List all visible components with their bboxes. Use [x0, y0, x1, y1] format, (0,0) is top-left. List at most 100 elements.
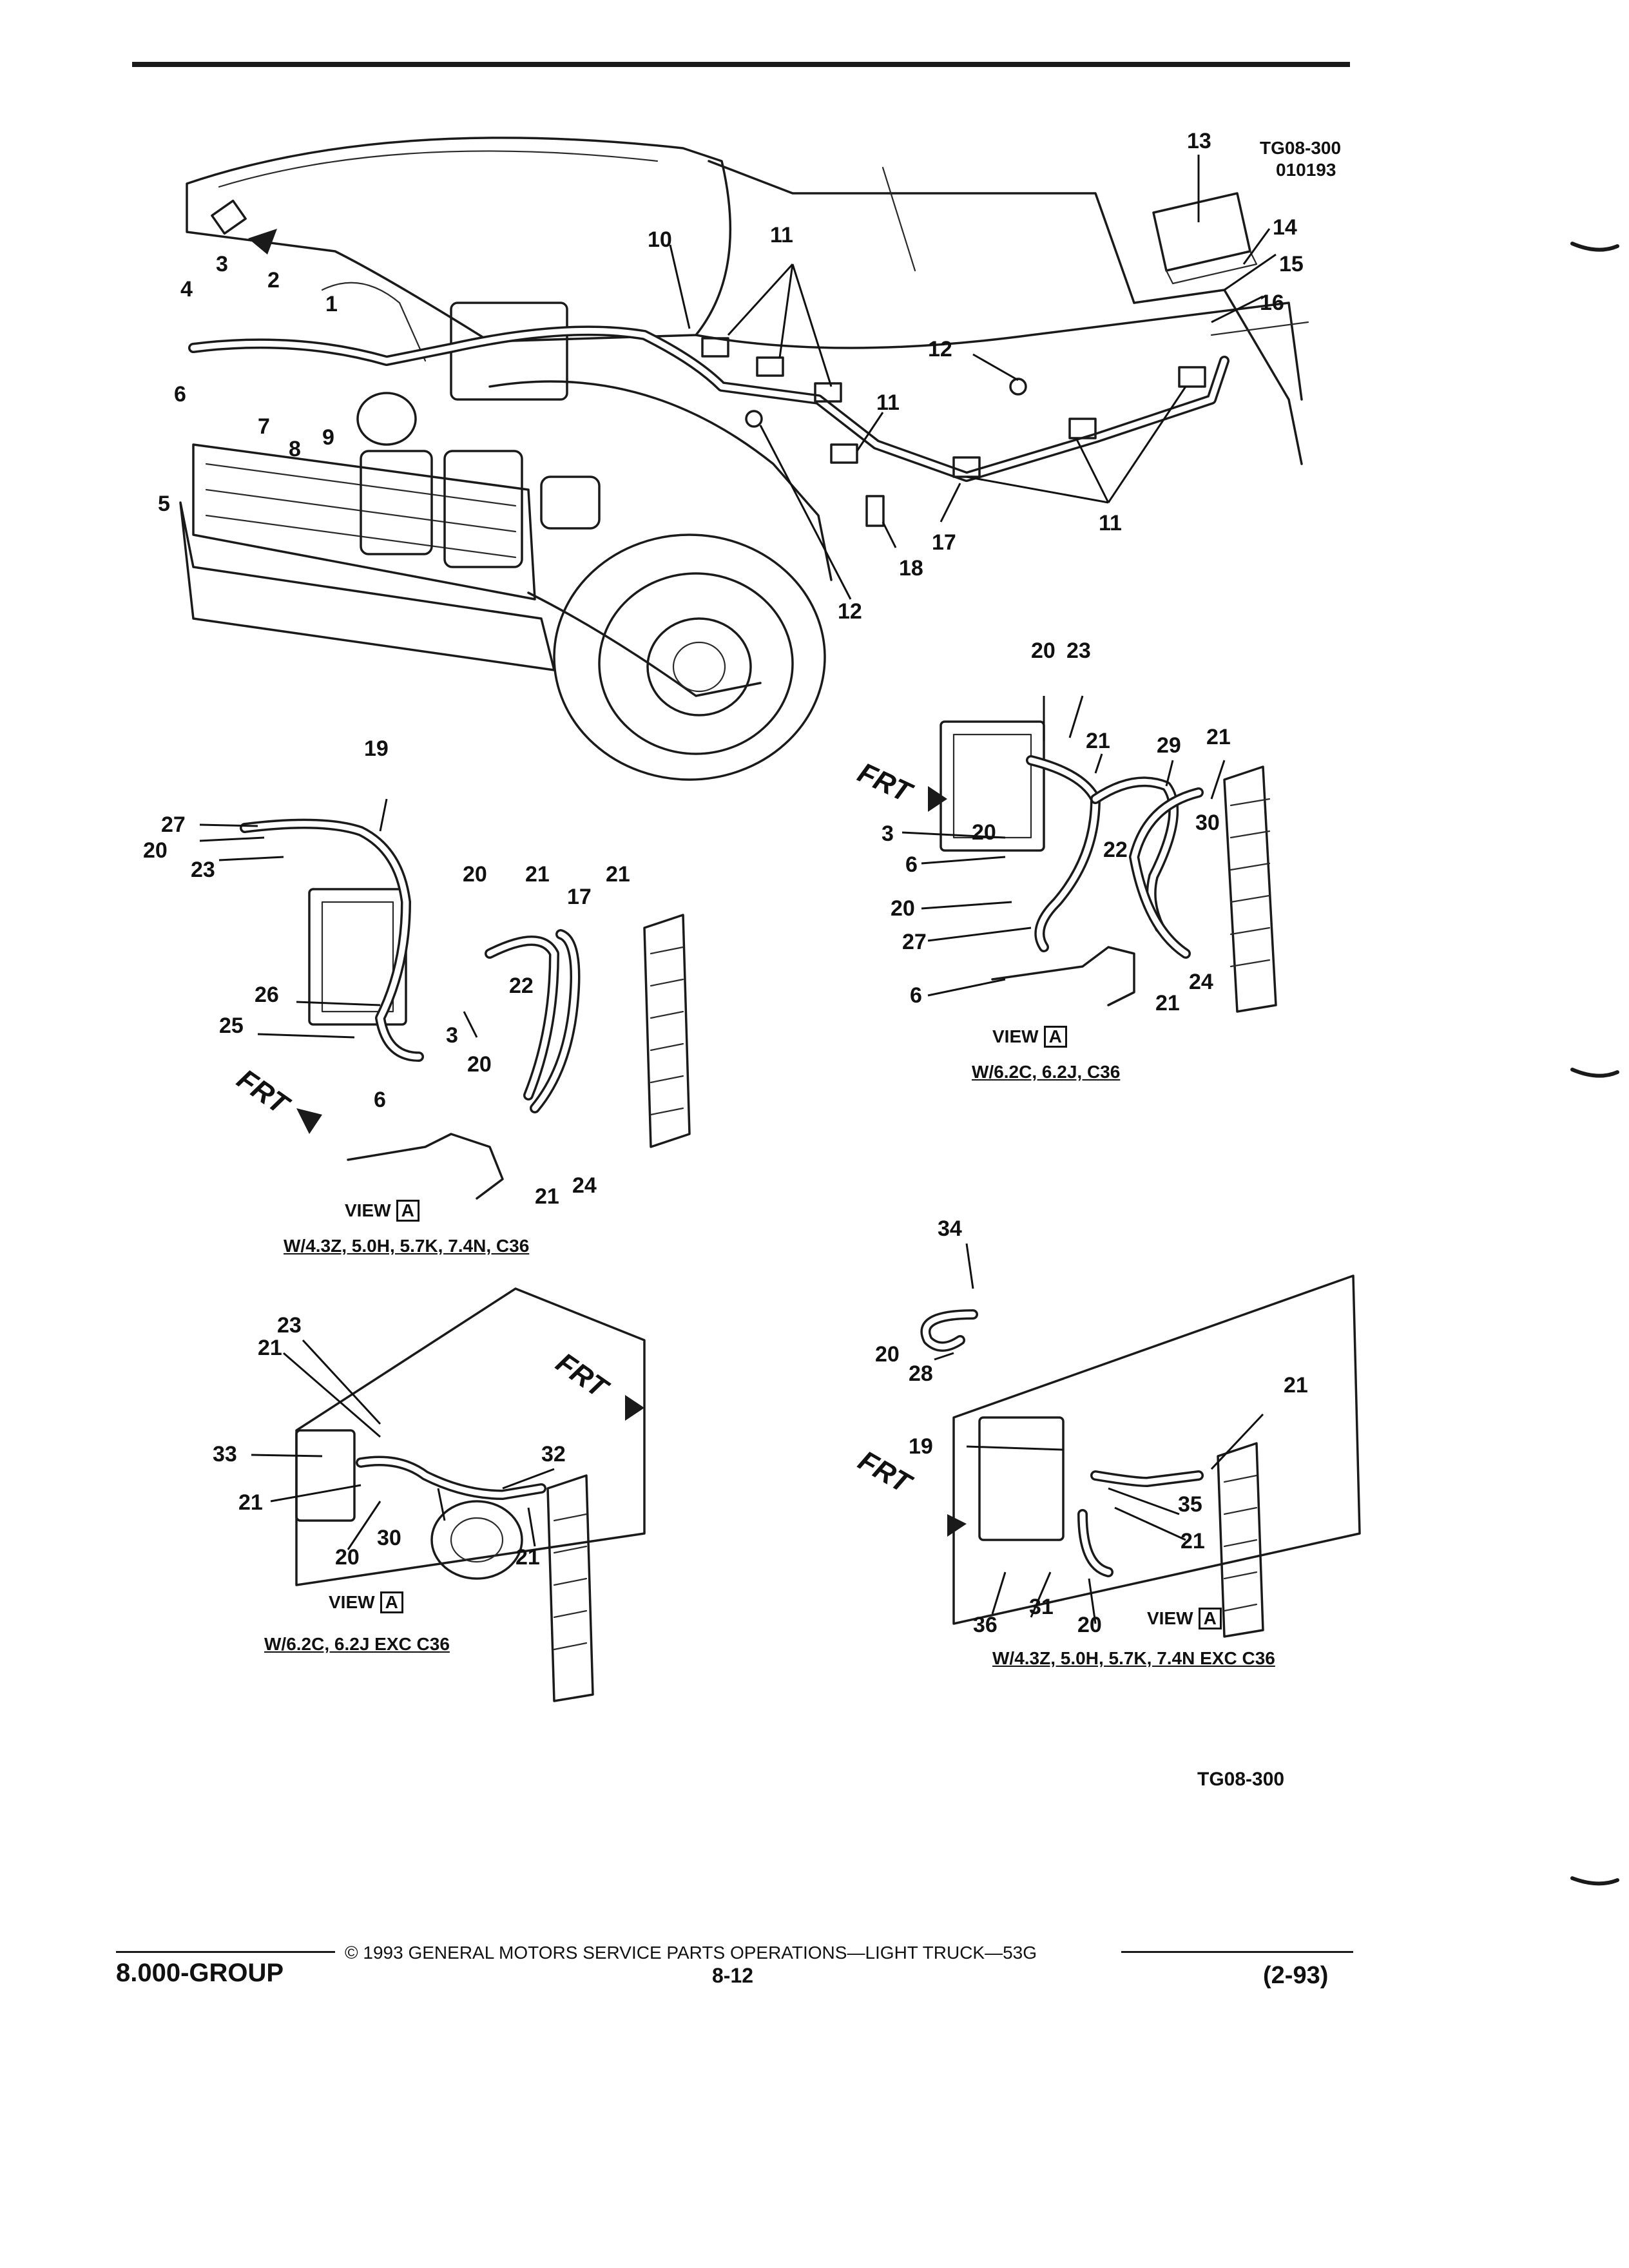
exc-6-2-callout-21b: 21	[238, 1490, 263, 1515]
exc-gas-callout-28: 28	[909, 1361, 933, 1386]
callout-5: 5	[158, 492, 170, 516]
callout-11c: 11	[1099, 511, 1122, 535]
exc-gas-callout-21a: 21	[1284, 1373, 1308, 1398]
c36-6-2-caption: W/6.2C, 6.2J, C36	[972, 1062, 1121, 1082]
top-rule	[132, 62, 1350, 67]
c36-6-2-callout-24: 24	[1189, 970, 1213, 994]
c36-gas-callout-25: 25	[219, 1014, 244, 1038]
footer-rule-left	[116, 1951, 335, 1953]
exc-gas-callout-21b: 21	[1181, 1529, 1205, 1553]
callout-8: 8	[289, 437, 301, 461]
c36-6-2-callout-21b: 21	[1206, 725, 1231, 749]
c36-6-2-callout-21c: 21	[1155, 991, 1180, 1015]
c36-6-2-callout-21a: 21	[1086, 729, 1110, 753]
footer-copyright: © 1993 GENERAL MOTORS SERVICE PARTS OPER…	[345, 1943, 1037, 1963]
binder-mark-2	[1570, 1068, 1619, 1078]
callout-14: 14	[1273, 215, 1297, 240]
exc-gas-callout-35: 35	[1178, 1492, 1202, 1517]
callout-11b: 11	[876, 390, 900, 415]
c36-gas-callout-22: 22	[509, 974, 534, 998]
footer-page: 8-12	[712, 1964, 754, 1987]
panel-c36-gas-art	[199, 798, 691, 1200]
figure-code: TG08-300	[1260, 138, 1342, 158]
c36-gas-callout-20c: 20	[467, 1052, 492, 1077]
c36-gas-callout-21c: 21	[535, 1184, 559, 1209]
exc-gas-callout-19: 19	[909, 1434, 933, 1459]
callout-15: 15	[1279, 252, 1304, 276]
exc-gas-view-label: VIEW	[1147, 1608, 1193, 1628]
exc-gas-callout-20a: 20	[875, 1342, 900, 1367]
c36-gas-view-marker: A	[396, 1200, 419, 1222]
panel-exc-gas-art	[920, 1243, 1361, 1638]
callout-18: 18	[899, 556, 923, 581]
exc-6-2-callout-20: 20	[335, 1545, 360, 1570]
c36-6-2-callout-3: 3	[882, 822, 894, 846]
exc-6-2-caption: W/6.2C, 6.2J EXC C36	[264, 1634, 450, 1654]
c36-gas-callout-17: 17	[567, 885, 592, 909]
c36-gas-callout-27: 27	[161, 812, 186, 837]
callout-16: 16	[1260, 291, 1284, 315]
c36-6-2-callout-27: 27	[902, 930, 927, 954]
exc-6-2-view-label: VIEW	[329, 1592, 375, 1612]
callout-3: 3	[216, 252, 228, 276]
exc-6-2-callout-32: 32	[541, 1442, 566, 1466]
binder-mark-3	[1570, 1876, 1619, 1886]
callout-9: 9	[322, 425, 334, 450]
c36-6-2-callout-20b: 20	[972, 820, 996, 845]
c36-gas-caption: W/4.3Z, 5.0H, 5.7K, 7.4N, C36	[284, 1236, 530, 1256]
callout-6: 6	[174, 382, 186, 407]
c36-6-2-callout-30: 30	[1195, 811, 1220, 835]
c36-6-2-callout-29: 29	[1157, 733, 1181, 758]
callout-2: 2	[267, 268, 280, 293]
figure-reference: TG08-300	[1197, 1769, 1285, 1790]
exc-6-2-callout-21c: 21	[516, 1545, 540, 1570]
exc-6-2-callout-23: 23	[277, 1313, 302, 1338]
c36-gas-callout-24: 24	[572, 1173, 597, 1198]
exc-gas-caption: W/4.3Z, 5.0H, 5.7K, 7.4N EXC C36	[992, 1648, 1275, 1668]
c36-6-2-callout-22: 22	[1103, 838, 1128, 862]
c36-6-2-callout-23: 23	[1066, 639, 1091, 663]
c36-gas-view-label: VIEW	[345, 1200, 391, 1220]
callout-10: 10	[648, 227, 672, 252]
truck-illustration	[179, 137, 1309, 781]
panel-c36-6-2-art	[901, 695, 1277, 1013]
c36-6-2-view-marker: A	[1043, 1026, 1067, 1048]
callout-13: 13	[1187, 129, 1211, 153]
exc-gas-callout-31: 31	[1029, 1595, 1054, 1619]
c36-6-2-callout-20c: 20	[891, 896, 915, 921]
footer-group: 8.000-GROUP	[116, 1959, 284, 1987]
c36-gas-callout-20b: 20	[463, 862, 487, 887]
c36-6-2-callout-6b: 6	[910, 983, 922, 1008]
callout-12a: 12	[928, 337, 952, 361]
callout-12b: 12	[838, 599, 862, 624]
c36-6-2-callout-6a: 6	[905, 852, 918, 877]
callout-1: 1	[325, 292, 338, 316]
callout-4: 4	[180, 277, 193, 302]
c36-gas-callout-6: 6	[374, 1088, 386, 1112]
c36-gas-callout-23: 23	[191, 858, 215, 882]
panel-exc-6-2-art	[251, 1287, 646, 1702]
c36-gas-callout-21a: 21	[525, 862, 550, 887]
exc-gas-view-marker: A	[1198, 1608, 1222, 1629]
callout-17: 17	[932, 530, 956, 555]
c36-6-2-view-label: VIEW	[992, 1026, 1039, 1046]
date-code: 010193	[1276, 160, 1336, 180]
footer-rule-right	[1121, 1951, 1353, 1953]
exc-6-2-callout-30: 30	[377, 1526, 401, 1550]
exc-6-2-callout-21a: 21	[258, 1336, 282, 1360]
exc-gas-callout-34: 34	[938, 1216, 962, 1241]
c36-gas-callout-26: 26	[255, 983, 279, 1007]
c36-gas-callout-3: 3	[446, 1023, 458, 1048]
footer-date: (2-93)	[1263, 1962, 1329, 1989]
callout-7: 7	[258, 414, 270, 439]
c36-gas-callout-20a: 20	[143, 838, 168, 863]
c36-6-2-callout-20: 20	[1031, 639, 1055, 663]
callout-11a: 11	[770, 223, 793, 247]
c36-gas-callout-21b: 21	[606, 862, 630, 887]
binder-mark-1	[1570, 242, 1619, 252]
